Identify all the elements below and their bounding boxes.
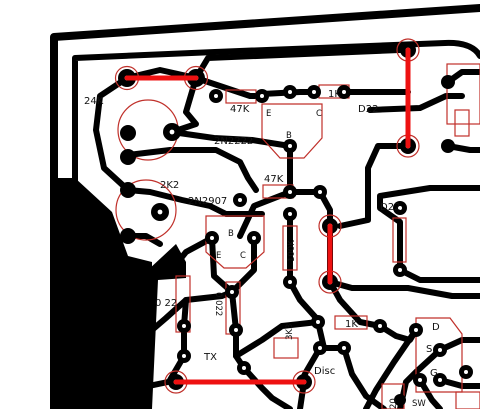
ic-right-notch [454,109,470,137]
label-sw: SW [412,399,426,409]
pot-2k2-outline [115,179,177,241]
label-1k-bottom: 1K [345,319,358,330]
label-2n2907-e: E [216,251,221,261]
label-2n2907-c: C [240,251,246,261]
label-d22-right: D22 [380,202,400,213]
connector-bottom-right-outline [455,391,480,409]
pad [120,228,136,244]
component-pads [118,42,473,406]
pad [394,394,406,406]
label-100k: 100K [287,240,297,262]
transistor-2n2907-outline [205,215,265,269]
label-0022: 0 022 [213,292,223,316]
label-3k3: 3K3 [285,324,295,340]
capacitor-d22-right-outline [392,217,407,263]
component-labels: 24K 47K 1K D22 2N2222 B E C 2K2 47K 2N29… [84,89,440,409]
resistor-1k-bottom-outline [334,315,368,330]
wire-jumpers [124,47,411,385]
label-2k2: 2K2 [160,180,179,191]
label-47k-mid: 47K [264,174,284,185]
label-022: 0 22 [155,298,177,309]
pad [441,75,455,89]
label-1k-top: 1K [328,89,341,100]
label-d22-top: D22 [358,104,378,115]
label-tx: TX [203,352,217,363]
pad [120,125,136,141]
pad [441,139,455,153]
label-fet-s: S [426,344,432,355]
ground-plane [54,178,186,409]
label-fet-g: G [430,368,438,379]
label-24k: 24K [84,96,104,107]
resistor-3k3-outline [273,337,299,359]
pad [120,182,136,198]
resistor-100k-outline [282,225,298,271]
label-47k-top: 47K [230,104,250,115]
silkscreen-outlines [115,63,480,409]
label-20: 20 [389,398,399,409]
label-disc: Disc [314,366,335,377]
label-2n2222: 2N2222 [214,136,253,147]
pad [120,149,136,165]
ic-right-outline [446,63,480,125]
label-2n2222-b: B [286,131,292,141]
label-fet-d: D [432,322,440,333]
label-2n2907: 2N2907 [188,196,227,207]
transistor-2n2222-outline [261,103,323,159]
label-2n2222-e: E [266,109,271,119]
label-2n2907-b: B [228,229,234,239]
label-2n2222-c: C [316,109,322,119]
